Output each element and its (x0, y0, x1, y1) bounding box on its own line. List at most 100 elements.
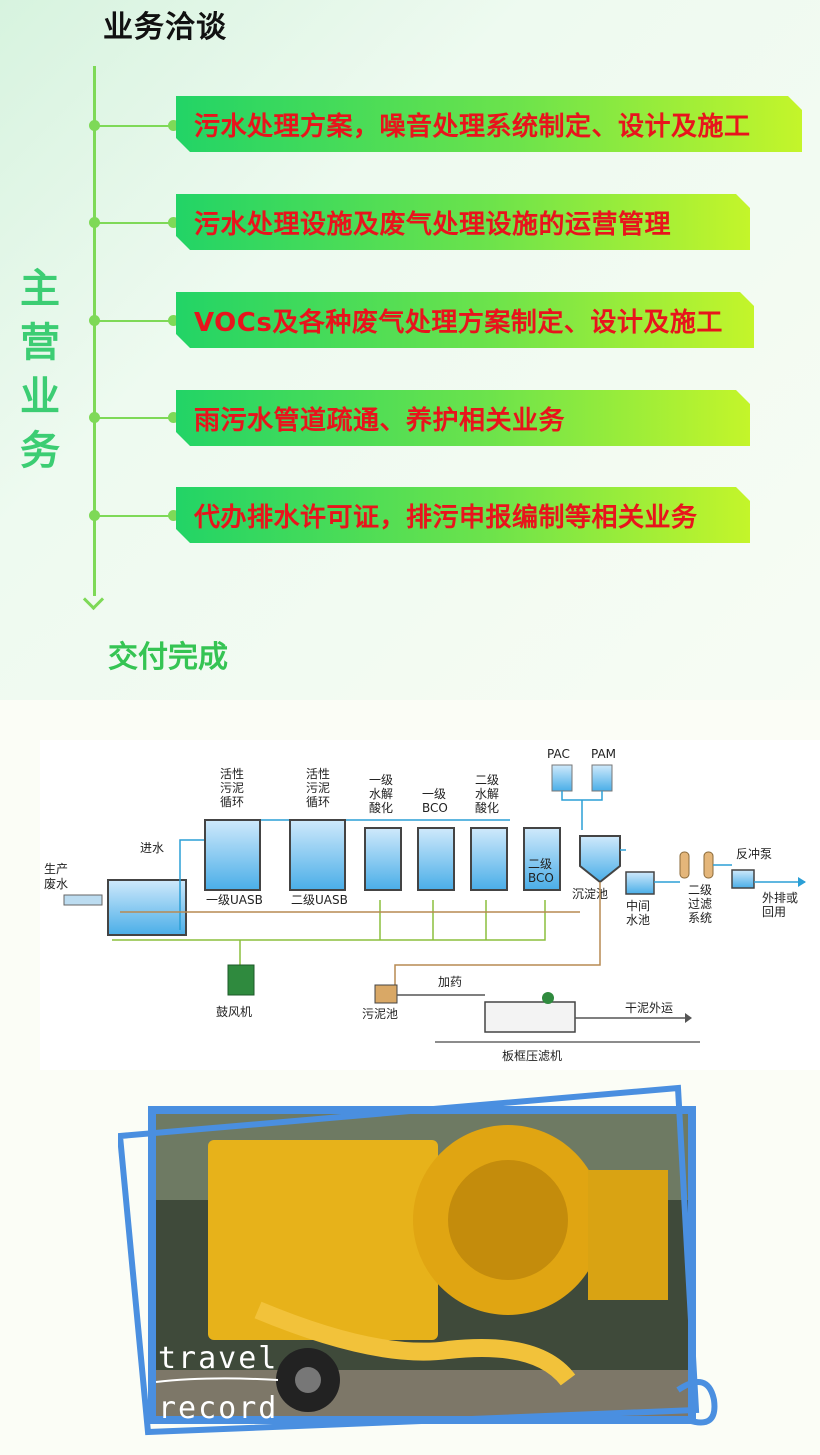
air-pipe (112, 900, 546, 941)
header-title: 业务洽谈 (103, 10, 227, 45)
uasb-1-label: 一级UASB (206, 893, 263, 907)
truck-drum-center (448, 1160, 568, 1280)
timeline-dot (89, 217, 100, 228)
backwash-label: 反冲泵 (736, 846, 772, 861)
hydrolysis-2-label: 二级 (475, 773, 499, 787)
hydrolysis-1-label: 酸化 (369, 800, 393, 815)
filter-column (703, 851, 714, 879)
sludge-cycle-label: 活性 (220, 767, 244, 781)
stamp-word-2: record (158, 1391, 278, 1426)
sludge-pool (374, 984, 398, 1004)
bco-2-tank (523, 827, 561, 891)
timeline-dot (89, 315, 100, 326)
service-banner: VOCs及各种废气处理方案制定、设计及施工 (176, 292, 754, 348)
bco-1-tank (417, 827, 455, 891)
filter-label: 二级 (688, 883, 712, 897)
press-line (397, 994, 690, 1019)
filter-press-label: 板框压滤机 (502, 1049, 562, 1063)
sludge-cycle-label: 污泥 (220, 781, 244, 795)
middle-pool-label: 中间 (626, 898, 650, 913)
timeline-branch (96, 222, 176, 224)
service-text: 污水处理设施及废气处理设施的运营管理 (194, 209, 672, 240)
pam-label: PAM (591, 747, 616, 761)
sludge-cycle-label: 循环 (220, 795, 244, 809)
service-text: VOCs及各种废气处理方案制定、设计及施工 (194, 307, 723, 338)
heart-doodle-icon (676, 1379, 718, 1426)
hydrolysis-2-label: 水解 (475, 787, 499, 801)
sludge-cycle-label: 循环 (306, 795, 330, 809)
middle-pool (625, 871, 655, 895)
stamp-underline (155, 1377, 279, 1383)
dosing-label: 加药 (438, 975, 462, 989)
filter-press-motor-icon (542, 992, 554, 1004)
hydrolysis-1-tank (364, 827, 402, 891)
service-text: 代办排水许可证，排污申报编制等相关业务 (194, 502, 698, 533)
pam-tank (591, 764, 613, 792)
inlet-pipe (63, 894, 103, 906)
blower-icon (227, 964, 255, 996)
service-banner: 污水处理设施及废气处理设施的运营管理 (176, 194, 750, 250)
bco-2-label: 二级 (528, 857, 552, 871)
services-section: 业务洽谈 主 营 业 务 污水处理方案，噪音处理系统制定、设计及施工 污水处理设… (0, 0, 820, 700)
filter-label: 系统 (688, 911, 712, 925)
stamp-word-1: travel (158, 1341, 278, 1376)
discharge-label: 回用 (762, 905, 786, 919)
side-title: 主 营 业 务 (18, 262, 62, 478)
hydrolysis-2-tank (470, 827, 508, 891)
timeline-arrow-icon (82, 588, 105, 611)
timeline-branch (96, 515, 176, 517)
inflow-label: 进水 (140, 841, 164, 855)
footer-title: 交付完成 (108, 640, 228, 675)
timeline-branch (96, 320, 176, 322)
hydrolysis-1-label: 水解 (369, 787, 393, 801)
outflow-arrow-icon (798, 877, 806, 887)
uasb-2-tank (289, 819, 346, 891)
timeline-branch (96, 125, 176, 127)
timeline-line (93, 66, 96, 596)
timeline-dot (168, 510, 179, 521)
filter-label: 过滤 (688, 897, 712, 911)
timeline-dot (168, 217, 179, 228)
collection-tank (107, 879, 187, 936)
inlet-label: 废水 (44, 876, 68, 891)
timeline-branch (96, 417, 176, 419)
clear-tank (731, 869, 755, 889)
pac-label: PAC (547, 747, 570, 761)
uasb-1-tank (204, 819, 261, 891)
service-banner: 雨污水管道疏通、养护相关业务 (176, 390, 750, 446)
bco-2-label: BCO (528, 871, 554, 885)
settling-tank (579, 835, 621, 884)
sludge-cycle-label: 活性 (306, 767, 330, 781)
hydrolysis-1-label: 一级 (369, 773, 393, 787)
dry-sludge-label: 干泥外运 (625, 1001, 673, 1015)
settling-label: 沉淀池 (572, 887, 608, 901)
timeline-dot (89, 412, 100, 423)
hydrolysis-2-label: 酸化 (475, 800, 499, 815)
timeline-dot (168, 315, 179, 326)
blower-label: 鼓风机 (216, 1005, 252, 1019)
uasb-2-label: 二级UASB (291, 893, 348, 907)
bco-1-label: 一级 (422, 787, 446, 801)
truck-photo-svg: travel record (118, 1084, 718, 1436)
truck-tank (208, 1140, 438, 1340)
process-diagram-svg: PAC PAM 生产 废水 进水 活性 污泥 循环 活性 污泥 循环 一级UAS… (44, 747, 806, 1063)
timeline-dot (168, 120, 179, 131)
service-text: 污水处理方案，噪音处理系统制定、设计及施工 (194, 111, 751, 142)
middle-pool-label: 水池 (626, 913, 650, 927)
bco-1-label: BCO (422, 801, 448, 815)
hose-reel (588, 1170, 668, 1300)
side-title-char: 业 (20, 374, 60, 420)
photo-frame-doodle (118, 1084, 700, 1436)
pac-tank (551, 764, 573, 792)
discharge-label: 外排或 (762, 891, 798, 905)
filter-press (484, 1001, 576, 1033)
side-title-char: 务 (20, 428, 60, 474)
dosing-pipe (561, 791, 603, 830)
side-title-char: 营 (20, 320, 60, 366)
filter-column (679, 851, 690, 879)
side-title-char: 主 (20, 266, 60, 312)
inlet-label: 生产 (44, 862, 68, 876)
suction-hose (254, 1301, 576, 1386)
dry-sludge-arrow-icon (685, 1013, 692, 1023)
service-banner: 污水处理方案，噪音处理系统制定、设计及施工 (176, 96, 802, 152)
